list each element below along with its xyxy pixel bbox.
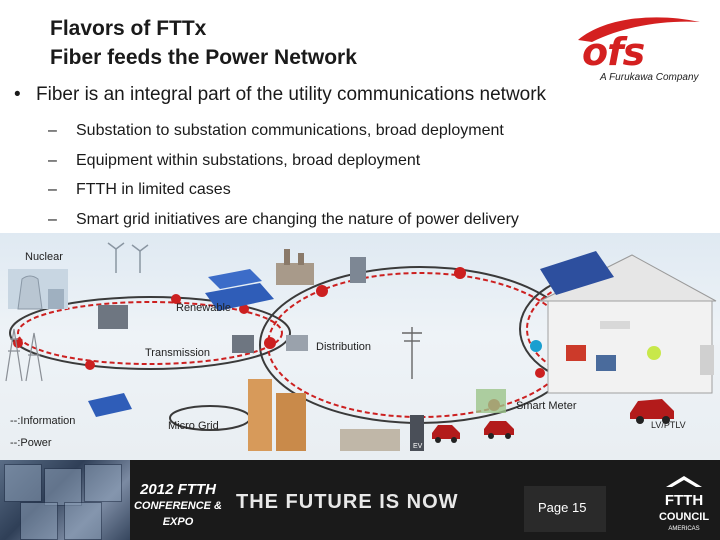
solar-farm-icon (205, 269, 274, 311)
factory-icon (276, 249, 314, 285)
logo-tagline: A Furukawa Company (600, 72, 699, 83)
grid-node (316, 285, 328, 297)
ev-car-icon (484, 421, 514, 439)
house-roof-icon (666, 476, 702, 487)
title-line-1: Flavors of FTTx (50, 17, 207, 40)
diagram-graphic (5, 242, 717, 451)
title-line-2: Fiber feeds the Power Network (50, 46, 357, 69)
nuclear-plant-icon (8, 269, 68, 310)
office-building-icon (248, 379, 272, 451)
substation-icon (232, 335, 254, 353)
ev-car-icon (630, 399, 674, 424)
utility-pole-icon (402, 327, 422, 379)
micro-grid-houses-icon (340, 429, 400, 451)
photo-tile (44, 468, 82, 506)
main-bullet-text: Fiber is an integral part of the utility… (36, 84, 547, 105)
page-number-box (524, 486, 606, 532)
label-renewable: Renewable (176, 302, 232, 314)
logo-swoosh-icon (578, 17, 700, 42)
sub-bullet: – FTTH in limited cases (48, 175, 519, 205)
ofs-logo: ofs A Furukawa Company (568, 14, 708, 84)
smart-meter-node (530, 340, 542, 352)
photo-tile (20, 502, 58, 540)
air-conditioner-icon (600, 321, 630, 329)
label-nuclear: Nuclear (25, 251, 63, 263)
label-smart-meter: Smart Meter (516, 400, 577, 412)
label-micro-grid: Micro Grid (168, 420, 219, 432)
bulb-icon (647, 346, 661, 360)
switchgear-icon (286, 335, 308, 351)
legend-information: --:Information (10, 415, 76, 427)
sub-bullet: – Smart grid initiatives are changing the… (48, 205, 519, 235)
server-icon (350, 257, 366, 283)
grid-node (454, 267, 466, 279)
greenhouse-icon (476, 389, 506, 413)
sub-bullet-list: – Substation to substation communications… (48, 116, 519, 234)
sub-bullet: – Substation to substation communications… (48, 116, 519, 146)
label-transmission: Transmission (145, 347, 210, 359)
panel-icon (566, 345, 586, 361)
wind-turbine-icon (107, 242, 149, 273)
appliance-icon (700, 345, 714, 375)
distribution-loop-info (267, 272, 573, 418)
conference-subtitle: CONFERENCE & EXPO (133, 500, 222, 528)
grid-node (264, 337, 276, 349)
sub-bullet-text: Smart grid initiatives are changing the … (76, 210, 519, 228)
label-distribution: Distribution (316, 341, 372, 353)
main-bullet: • Fiber is an integral part of the utilit… (14, 84, 546, 106)
substation-icon (98, 305, 128, 329)
photo-tile (64, 502, 102, 540)
transmission-loop-power (9, 296, 291, 370)
transmission-loop-info (17, 301, 283, 365)
photo-tile (4, 464, 42, 502)
ftth-council-logo: FTTH COUNCIL AMERICAS (648, 474, 720, 533)
legend-power: --:Power (10, 437, 52, 449)
conference-photo-collage (0, 460, 130, 540)
dash-marker: – (48, 181, 57, 198)
transmission-tower-icon (5, 328, 43, 382)
sub-bullet-text: Equipment within substations, broad depl… (76, 151, 421, 169)
tv-icon (596, 355, 616, 371)
council-region: AMERICAS (668, 526, 700, 532)
label-ev: EV (413, 443, 423, 450)
page-number: Page 15 (538, 500, 587, 515)
dash-marker: – (48, 122, 57, 139)
rooftop-solar-icon (540, 251, 614, 295)
label-lv-ptlv: LV/PTLV (651, 420, 686, 430)
grid-node (85, 360, 95, 370)
footer-tagline: THE FUTURE IS NOW (236, 491, 459, 513)
conference-name: 2012 FTTH (140, 481, 216, 498)
micro-solar-icon (88, 393, 132, 417)
ev-charger-icon (410, 415, 424, 451)
photo-tile (84, 464, 122, 502)
sub-bullet-text: FTTH in limited cases (76, 181, 231, 198)
sub-bullet: – Equipment within substations, broad dep… (48, 146, 519, 176)
grid-node (535, 368, 545, 378)
slide-title: Flavors of FTTx Fiber feeds the Power Ne… (50, 14, 357, 72)
sub-bullet-text: Substation to substation communications,… (76, 122, 504, 139)
footer-banner: 2012 FTTH CONFERENCE & EXPO THE FUTURE I… (0, 460, 720, 540)
conference-logo: 2012 FTTH CONFERENCE & EXPO (128, 482, 228, 530)
dash-marker: – (48, 210, 57, 228)
smart-grid-diagram: Nuclear Renewable Transmission Distribut… (0, 233, 720, 460)
ev-car-icon (432, 425, 460, 443)
grid-node (239, 304, 249, 314)
council-label: COUNCIL (658, 511, 710, 523)
grid-node (171, 294, 181, 304)
house-icon (539, 251, 717, 394)
bullet-dot: • (14, 84, 21, 105)
council-name: FTTH (664, 492, 704, 509)
office-building-icon (276, 393, 306, 451)
dash-marker: – (48, 151, 57, 169)
logo-brand: ofs (582, 30, 645, 74)
